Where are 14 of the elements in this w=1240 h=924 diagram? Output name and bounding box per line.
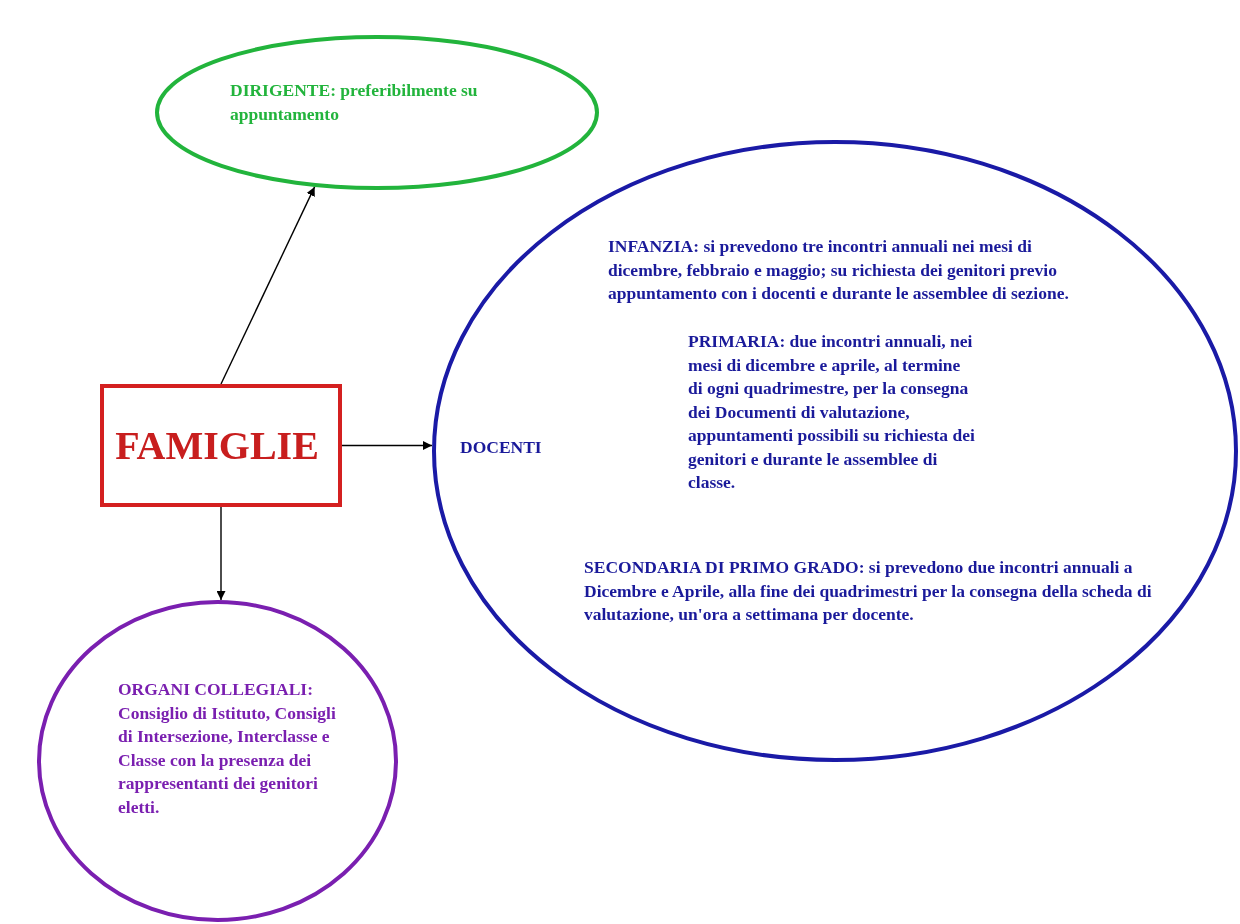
node-text: SECONDARIA DI PRIMO GRADO: si prevedono due incontri annuali a Dicembre e Aprile, alla fine dei quadrimestri per la consegna della scheda di valutazione, un'ora a settimana per docente. bbox=[584, 556, 1153, 626]
node-title: FAMIGLIE bbox=[114, 423, 320, 468]
arrow bbox=[341, 441, 433, 450]
councils-ellipse bbox=[37, 600, 398, 922]
principal-ellipse bbox=[155, 35, 599, 190]
arrow bbox=[216, 506, 226, 601]
node-text: PRIMARIA: due incontri annuali, nei mesi di dicembre e aprile, al termine di ogni quadrimestre, per la consegna dei Documenti di valutazione, appuntamenti possibili su richiesta dei genitori e durante le assemblee di classe. bbox=[688, 330, 976, 494]
teachers-ellipse bbox=[432, 140, 1238, 762]
node-title: DOCENTI bbox=[460, 436, 543, 459]
node-text: INFANZIA: si prevedono tre incontri annuali nei mesi di dicembre, febbraio e maggio; su richiesta dei genitori previo appuntamento con i docenti e durante le assemblee di sezione. bbox=[608, 235, 1070, 305]
family-box bbox=[100, 384, 342, 507]
arrow bbox=[220, 186, 316, 385]
node-text: DIRIGENTE: preferibilmente su appuntamento bbox=[230, 79, 479, 126]
node-text: ORGANI COLLEGIALI: Consiglio di Istituto, Consigli di Intersezione, Interclasse e Classe con la presenza dei rappresentanti dei genitori eletti. bbox=[118, 678, 337, 819]
